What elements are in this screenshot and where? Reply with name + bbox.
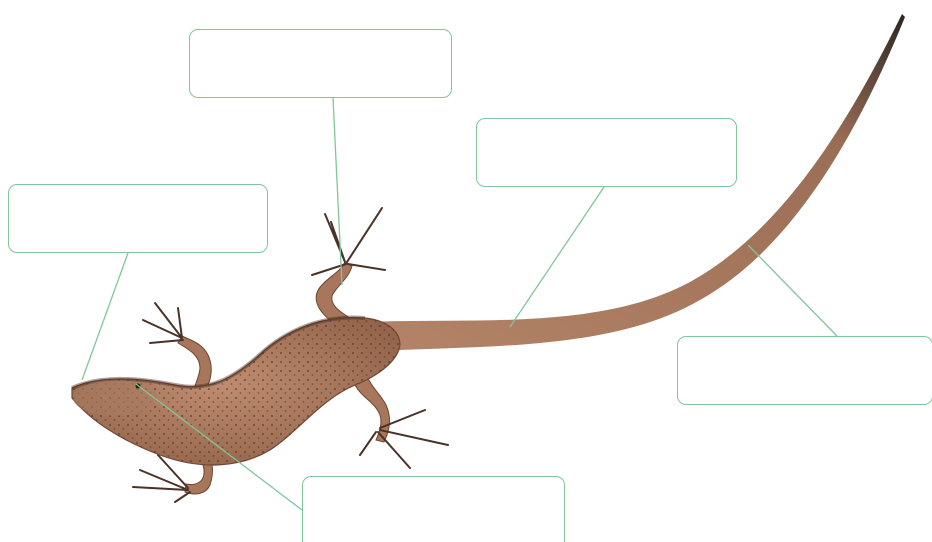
- label-box-bottom: [302, 476, 565, 542]
- leader-line-right: [748, 245, 837, 336]
- label-box-top: [189, 29, 452, 98]
- label-box-left: [8, 184, 268, 253]
- label-box-mid: [476, 118, 737, 187]
- label-box-right: [677, 336, 932, 405]
- leader-line-left: [82, 253, 128, 380]
- leader-line-mid: [510, 187, 604, 327]
- lizard-head: [73, 380, 157, 416]
- leader-line-top: [333, 98, 342, 285]
